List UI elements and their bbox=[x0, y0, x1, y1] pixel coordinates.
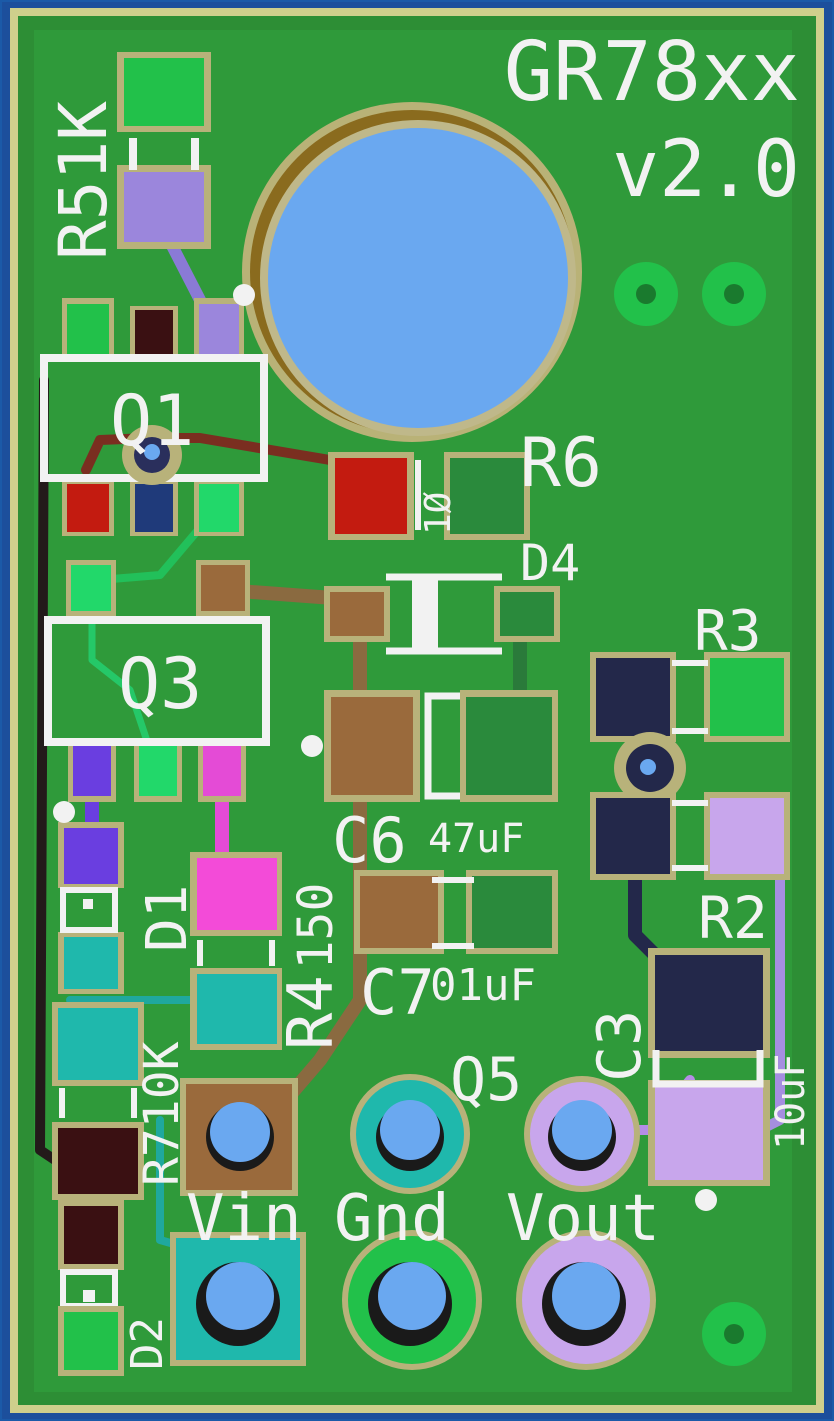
d1-label: D1 bbox=[135, 885, 200, 952]
svg-text:R710K: R710K bbox=[134, 1041, 190, 1186]
r5-value: 1K bbox=[45, 101, 122, 181]
r5-pad-1 bbox=[124, 58, 204, 126]
r7-ref: R7 bbox=[134, 1128, 190, 1186]
connector-footprint bbox=[170, 1230, 656, 1370]
d4-footprint bbox=[324, 573, 560, 655]
vias bbox=[53, 262, 766, 1366]
r2-label: R2 bbox=[698, 884, 768, 952]
left-footprints bbox=[52, 822, 282, 1376]
c7-footprint bbox=[354, 870, 558, 954]
r5-pad-2 bbox=[124, 172, 204, 242]
r6-value: 1Ø bbox=[418, 491, 459, 535]
d2-label: D2 bbox=[122, 1317, 173, 1370]
c7-value: 01uF bbox=[430, 960, 536, 1011]
c6-label: C6 bbox=[332, 804, 407, 877]
c6-footprint bbox=[324, 690, 558, 802]
q1-footprint bbox=[40, 298, 268, 536]
svg-text:R51K: R51K bbox=[45, 101, 122, 260]
svg-text:R4150: R4150 bbox=[274, 883, 347, 1050]
c3-value: 10uF bbox=[768, 1054, 814, 1150]
r3-label: R3 bbox=[694, 599, 761, 664]
r7-value: 10K bbox=[134, 1041, 190, 1128]
q1-label: Q1 bbox=[110, 380, 194, 462]
silkscreen-labels: GR78xx v2.0 R51K Q1 R6 1Ø D4 Q3 R3 R2 C6… bbox=[45, 25, 814, 1370]
drill-hole bbox=[268, 128, 568, 428]
q3-outline bbox=[44, 616, 270, 746]
c6-value: 47uF bbox=[428, 816, 524, 862]
r4-value: 150 bbox=[288, 883, 344, 970]
r6-footprint bbox=[328, 452, 530, 540]
r5-ref: R5 bbox=[45, 181, 122, 260]
pin-gnd-label: Gnd bbox=[334, 1182, 450, 1256]
d4-label: D4 bbox=[520, 534, 580, 592]
c7-label: C7 bbox=[360, 956, 435, 1029]
q5-footprint bbox=[180, 1074, 640, 1196]
pin-vin-label: Vin bbox=[186, 1182, 302, 1256]
r5-footprint bbox=[117, 52, 211, 249]
r4-ref: R4 bbox=[274, 975, 347, 1050]
r3-r2-c3-footprints bbox=[590, 652, 790, 1186]
r6-label: R6 bbox=[520, 424, 602, 503]
c3-label: C3 bbox=[585, 1010, 655, 1082]
q3-label: Q3 bbox=[118, 643, 202, 725]
q3-footprint bbox=[44, 560, 270, 802]
electrolytic-capacitor bbox=[242, 102, 582, 442]
board-version: v2.0 bbox=[612, 125, 800, 215]
q5-label: Q5 bbox=[450, 1045, 522, 1115]
pin-vout-label: Vout bbox=[506, 1182, 660, 1256]
board-title: GR78xx bbox=[504, 25, 800, 120]
